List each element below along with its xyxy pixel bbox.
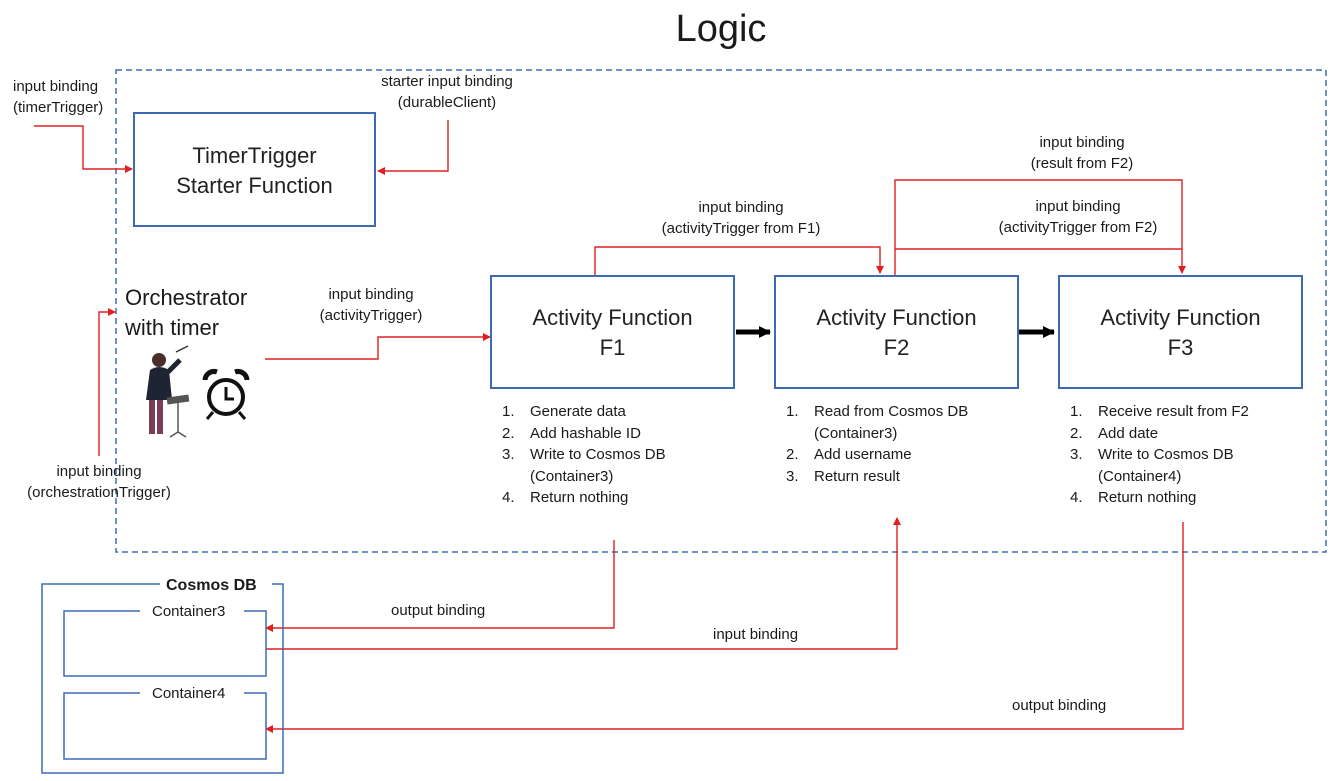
steps-f2: 1.Read from Cosmos DB(Container3) 2.Add … <box>786 401 968 487</box>
label-output-binding-f1: output binding <box>391 602 486 619</box>
cosmos-db-frame <box>41 583 284 774</box>
step-item: 3.Write to Cosmos DB(Container3) <box>502 446 666 485</box>
step-item: 4.Return nothing <box>1070 489 1197 506</box>
cosmos-db-group: Cosmos DB Container3 Container4 <box>40 577 285 775</box>
container4-label: Container4 <box>152 685 226 702</box>
label-activity-trigger-from-f2: input binding(activityTrigger from F2) <box>998 198 1158 236</box>
label-orchestration-trigger: input binding(orchestrationTrigger) <box>27 463 171 501</box>
label-activity-trigger-from-f1: input binding(activityTrigger from F1) <box>661 199 821 237</box>
step-item: 4.Return nothing <box>502 489 629 506</box>
label-input-binding-f2: input binding <box>713 626 799 643</box>
arrow-starter-binding <box>377 120 449 175</box>
step-item: 3.Return result <box>786 467 900 485</box>
label-output-binding-f3: output binding <box>1012 697 1107 714</box>
function-app-boundary <box>115 69 1327 553</box>
step-item: 2.Add date <box>1070 424 1159 442</box>
arrow-input-container3-f2 <box>266 517 901 650</box>
diagram-title: Logic <box>675 8 767 50</box>
step-item: 1.Receive result from F2 <box>1070 403 1249 420</box>
label-timer-trigger: input binding(timerTrigger) <box>13 78 104 116</box>
step-item: 1.Read from Cosmos DB(Container3) <box>786 403 969 442</box>
step-item: 1.Generate data <box>502 403 626 420</box>
cosmos-db-title: Cosmos DB <box>166 577 257 594</box>
step-item: 3.Write to Cosmos DB(Container4) <box>1070 446 1234 485</box>
label-result-from-f2: input binding(result from F2) <box>1030 134 1134 172</box>
arrow-result-from-f2 <box>894 179 1186 275</box>
steps-f3: 1.Receive result from F2 2.Add date 3.Wr… <box>1070 401 1249 509</box>
arrow-output-f3-container4 <box>265 522 1184 733</box>
arrow-activity-trigger-f1 <box>265 333 491 360</box>
step-item: 2.Add hashable ID <box>502 424 641 442</box>
arrow-orchestration-trigger <box>98 308 116 456</box>
steps-f1: 1.Generate data 2.Add hashable ID 3.Writ… <box>502 401 666 509</box>
arrow-timer-trigger <box>34 125 133 173</box>
arrow-output-f1-container3 <box>265 540 615 632</box>
alarm-clock-icon <box>202 369 250 420</box>
step-item: 2.Add username <box>786 446 912 463</box>
container3-label: Container3 <box>152 603 226 620</box>
conductor-icon <box>146 345 190 438</box>
label-starter-binding: starter input binding(durableClient) <box>381 73 513 111</box>
label-activity-trigger: input binding(activityTrigger) <box>319 286 423 324</box>
arrow-activity-trigger-from-f1 <box>594 246 884 275</box>
